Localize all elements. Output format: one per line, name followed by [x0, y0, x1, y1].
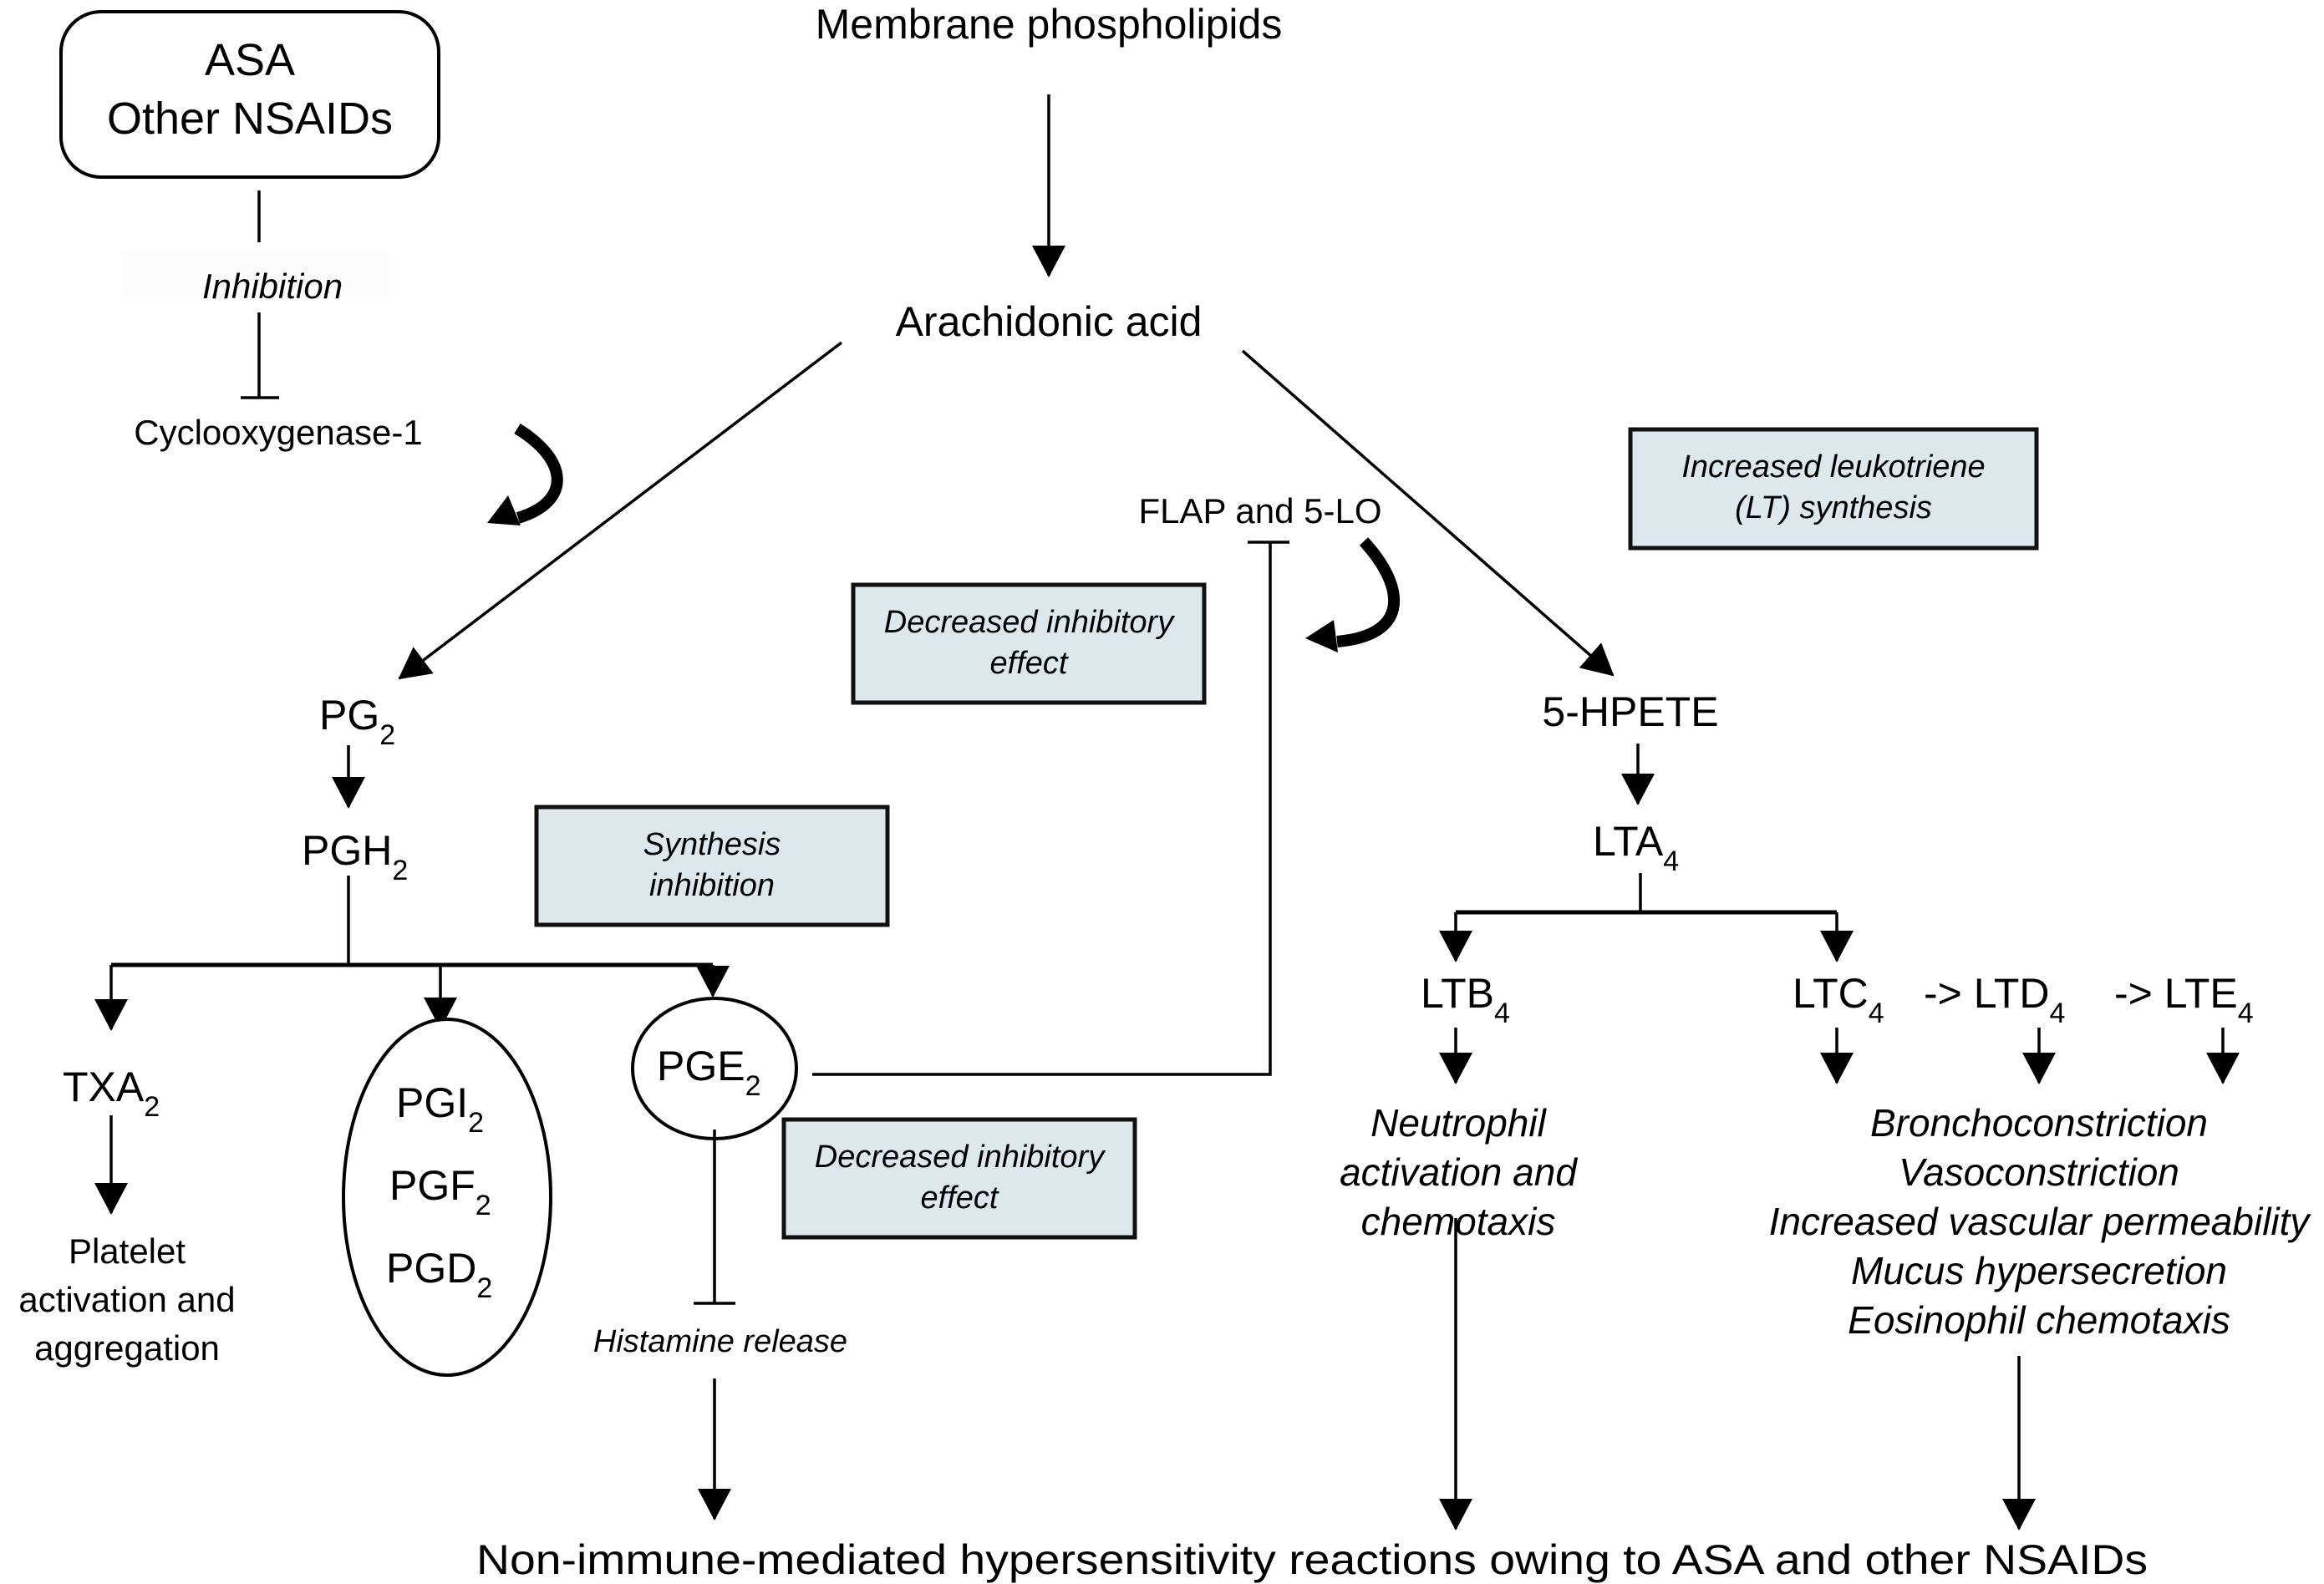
curved-arrow-cox-head-icon — [487, 495, 521, 525]
info-box-decreased-inhibitory-top: Decreased inhibitory effect — [851, 582, 1207, 705]
pgh2-label: PGH2 — [302, 827, 408, 886]
lte4-label: -> LTE4 — [2114, 970, 2254, 1029]
pge2-to-flap-inhibition-line — [812, 542, 1272, 1076]
svg-text:Decreased inhibitory: Decreased inhibitory — [884, 605, 1175, 640]
effect-item: Eosinophil chemotaxis — [1848, 1298, 2230, 1342]
svg-text:Neutrophil: Neutrophil — [1370, 1101, 1547, 1145]
ltd4-label: -> LTD4 — [1924, 970, 2065, 1029]
ltc4-label: LTC4 — [1793, 970, 1884, 1029]
svg-text:activation and: activation and — [1340, 1150, 1578, 1194]
effect-item: Mucus hypersecretion — [1851, 1249, 2227, 1292]
info-box-decreased-inhibitory-bottom: Decreased inhibitory effect — [781, 1117, 1137, 1240]
hpete-label: 5-HPETE — [1542, 688, 1718, 735]
drug-box: ASA Other NSAIDs — [59, 10, 440, 179]
pge2-node: PGE2 — [631, 997, 798, 1140]
effect-item: Bronchoconstriction — [1870, 1101, 2208, 1145]
membrane-phospholipids-label: Membrane phospholipids — [816, 1, 1283, 48]
histamine-release-label: Histamine release — [593, 1324, 847, 1359]
arachidonic-acid-label: Arachidonic acid — [896, 298, 1203, 345]
neutrophil-effect: Neutrophil activation and chemotaxis — [1340, 1101, 1578, 1243]
pg2-label: PG2 — [319, 692, 395, 751]
cyclooxygenase-1-label: Cyclooxygenase-1 — [134, 413, 423, 452]
curved-arrow-flap-icon — [1336, 537, 1401, 647]
svg-text:activation and: activation and — [18, 1280, 235, 1319]
svg-text:Synthesis: Synthesis — [643, 827, 781, 862]
svg-text:effect: effect — [990, 646, 1069, 681]
svg-text:effect: effect — [921, 1180, 999, 1216]
arrow-arachidonic-to-hpete — [1241, 349, 1615, 677]
effect-item: Vasoconstriction — [1899, 1150, 2179, 1194]
svg-text:inhibition: inhibition — [649, 868, 775, 903]
ltb4-label: LTB4 — [1421, 970, 1510, 1029]
curved-arrow-cox-icon — [514, 424, 563, 524]
platelet-effect: Platelet activation and aggregation — [18, 1231, 235, 1368]
pgi-pgf-pgd-ellipse: PGI2 PGF2 PGD2 — [342, 1018, 552, 1377]
pgi2-label: PGI2 — [396, 1079, 484, 1139]
curved-arrow-flap-head-icon — [1305, 620, 1338, 652]
svg-text:aggregation: aggregation — [34, 1328, 220, 1368]
outcome-label: Non-immune-mediated hypersensitivity rea… — [476, 1536, 2148, 1583]
svg-text:chemotaxis: chemotaxis — [1361, 1200, 1556, 1243]
flap-5lo-label: FLAP and 5-LO — [1138, 491, 1381, 531]
effect-item: Increased vascular permeability — [1769, 1200, 2312, 1243]
svg-text:Increased leukotriene: Increased leukotriene — [1681, 449, 1985, 485]
info-box-synthesis-inhibition: Synthesis inhibition — [534, 805, 890, 927]
txa2-label: TXA2 — [63, 1064, 160, 1123]
arrow-arachidonic-to-pg2 — [398, 341, 843, 680]
svg-text:(LT) synthesis: (LT) synthesis — [1735, 490, 1932, 525]
inhibition-label-bg — [121, 251, 389, 297]
pge2-label: PGE2 — [657, 1043, 761, 1102]
pgf2-label: PGF2 — [389, 1162, 491, 1221]
pgd2-label: PGD2 — [386, 1245, 492, 1304]
svg-text:Platelet: Platelet — [69, 1231, 186, 1271]
info-box-increased-lt: Increased leukotriene (LT) synthesis — [1628, 427, 2039, 551]
drug-box-line2: Other NSAIDs — [107, 94, 393, 144]
svg-text:Decreased inhibitory: Decreased inhibitory — [815, 1140, 1106, 1175]
inhibition-label: Inhibition — [202, 267, 343, 306]
drug-box-line1: ASA — [205, 35, 295, 85]
lta4-label: LTA4 — [1593, 818, 1679, 877]
cysteinyl-lt-effects: Bronchoconstriction Vasoconstriction Inc… — [1769, 1101, 2312, 1342]
